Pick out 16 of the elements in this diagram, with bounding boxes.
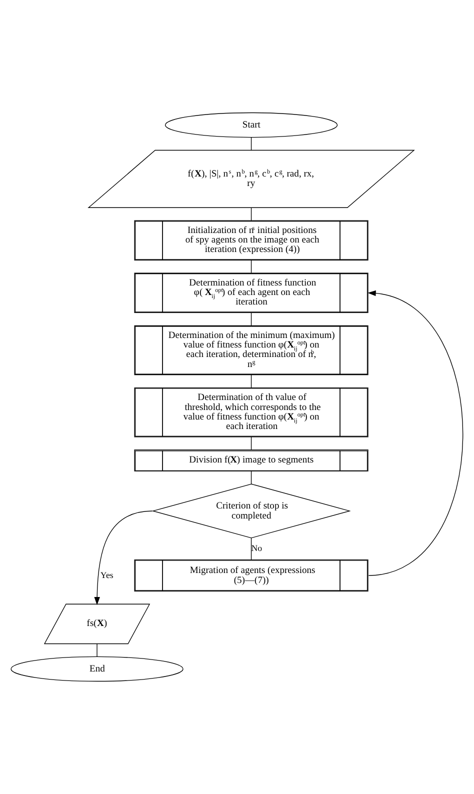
connector <box>250 207 252 221</box>
node-ellipse: Start <box>164 112 338 138</box>
connector <box>250 470 252 484</box>
connector <box>250 374 252 388</box>
arrow <box>368 290 464 576</box>
arrow <box>94 510 153 606</box>
edge-label: Yes <box>100 570 114 580</box>
node-diamond: Criterion of stop is completed <box>152 484 351 538</box>
connector <box>250 436 252 450</box>
edge-label: No <box>251 543 262 554</box>
connector <box>250 137 252 150</box>
connector <box>250 260 252 274</box>
connector <box>96 644 98 657</box>
connector <box>250 538 252 560</box>
node-ellipse: End <box>10 656 184 682</box>
connector <box>250 312 252 326</box>
